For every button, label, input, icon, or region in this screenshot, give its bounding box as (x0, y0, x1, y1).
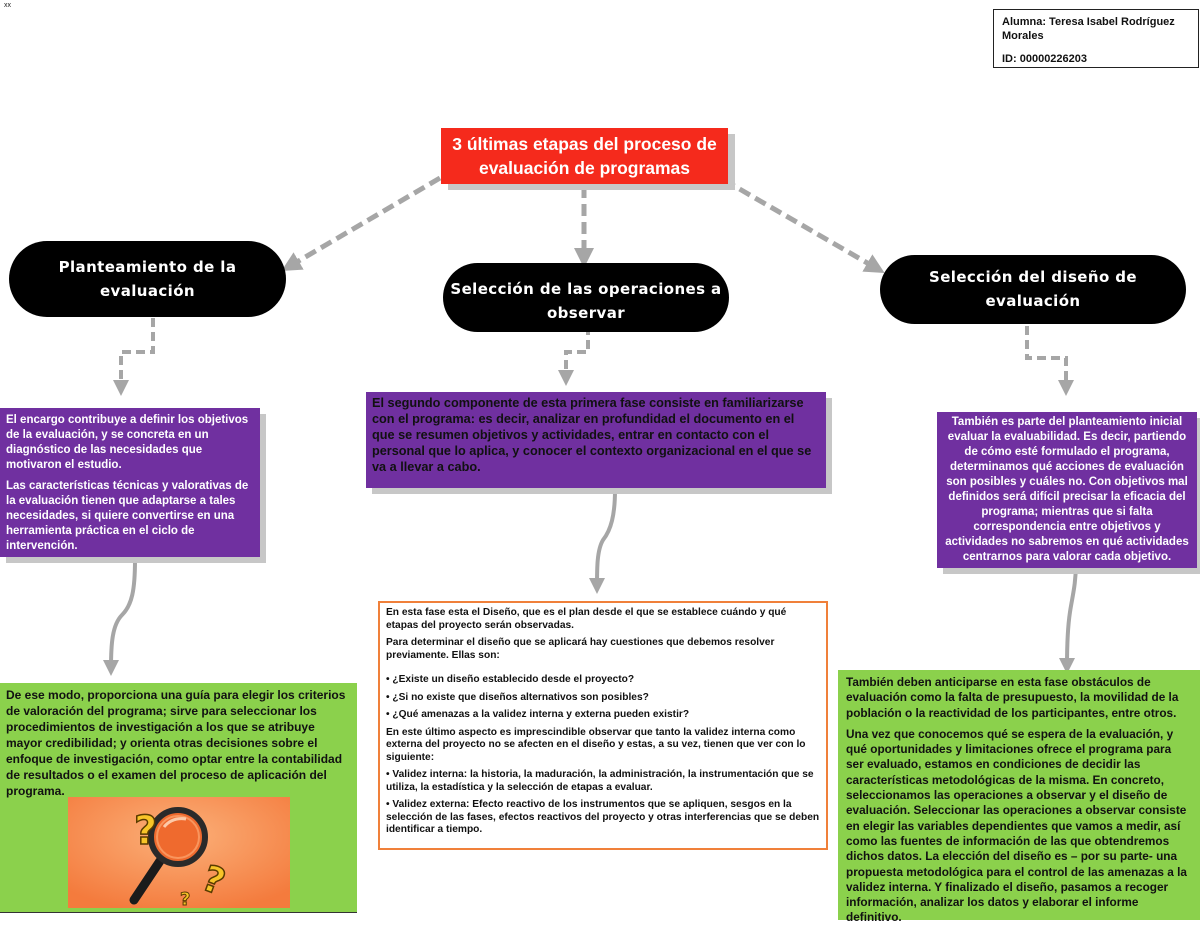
orange-p2: Para determinar el diseño que se aplicar… (386, 637, 775, 661)
stage-1-pill: Planteamiento de la evaluación (9, 241, 286, 317)
stage-3-pill: Selección del diseño de evaluación (880, 255, 1186, 324)
elbow-stage-2 (558, 326, 590, 386)
student-id: ID: 00000226203 (1002, 53, 1088, 65)
right-purple-box: También es parte del planteamiento inici… (937, 412, 1197, 568)
arrow-title-to-stage-3 (722, 177, 885, 274)
arrow-title-to-stage-1 (281, 175, 442, 272)
right-green-p2: Una vez que conocemos qué se espera de l… (846, 726, 1187, 925)
left-purple-p1: El encargo contribuye a definir los obje… (6, 414, 249, 471)
right-green-box: También deben anticiparse en esta fase o… (838, 670, 1200, 924)
orange-bullet-external: • Validez externa: Efecto reactivo de lo… (386, 799, 820, 835)
orange-question-3: • ¿Qué amenazas a la validez interna y e… (386, 709, 690, 720)
student-name: Alumna: Teresa Isabel Rodríguez Morales (1002, 16, 1175, 42)
student-id-box: Alumna: Teresa Isabel Rodríguez Morales … (993, 9, 1199, 68)
left-green-text: De ese modo, proporciona una guía para e… (6, 688, 346, 798)
svg-text:?: ? (134, 808, 157, 854)
left-purple-box: El encargo contribuye a definir los obje… (0, 408, 260, 557)
orange-p3: En este último aspecto es imprescindible… (386, 726, 806, 763)
corner-mark: xx (4, 2, 11, 9)
orange-p1: En esta fase esta el Diseño, que es el p… (386, 607, 787, 631)
left-purple-p2: Las características técnicas y valorativ… (6, 480, 249, 552)
center-purple-box: El segundo componente de esta primera fa… (366, 392, 826, 488)
curve-left (103, 559, 137, 676)
center-purple-text: El segundo componente de esta primera fa… (372, 396, 812, 474)
orange-bullet-internal: • Validez interna: la historia, la madur… (386, 769, 814, 793)
right-green-p1: También deben anticiparse en esta fase o… (846, 675, 1179, 720)
elbow-stage-3 (1025, 326, 1074, 396)
diagram-title: 3 últimas etapas del proceso de evaluaci… (441, 128, 728, 184)
magnifier-question-icon: ? ? ? (68, 797, 290, 908)
stage-2-pill: Selección de las operaciones a observar (443, 263, 729, 332)
center-orange-box: En esta fase esta el Diseño, que es el p… (378, 601, 828, 850)
svg-text:?: ? (180, 889, 190, 908)
curve-right (1059, 561, 1078, 674)
orange-question-1: • ¿Existe un diseño establecido desde el… (386, 674, 635, 685)
orange-question-2: • ¿Si no existe que diseños alternativos… (386, 691, 649, 703)
elbow-stage-1 (113, 318, 155, 396)
curve-center (589, 489, 617, 594)
magnifier-image: ? ? ? (68, 797, 290, 908)
left-green-box: De ese modo, proporciona una guía para e… (0, 683, 357, 913)
right-purple-text: También es parte del planteamiento inici… (945, 416, 1189, 563)
